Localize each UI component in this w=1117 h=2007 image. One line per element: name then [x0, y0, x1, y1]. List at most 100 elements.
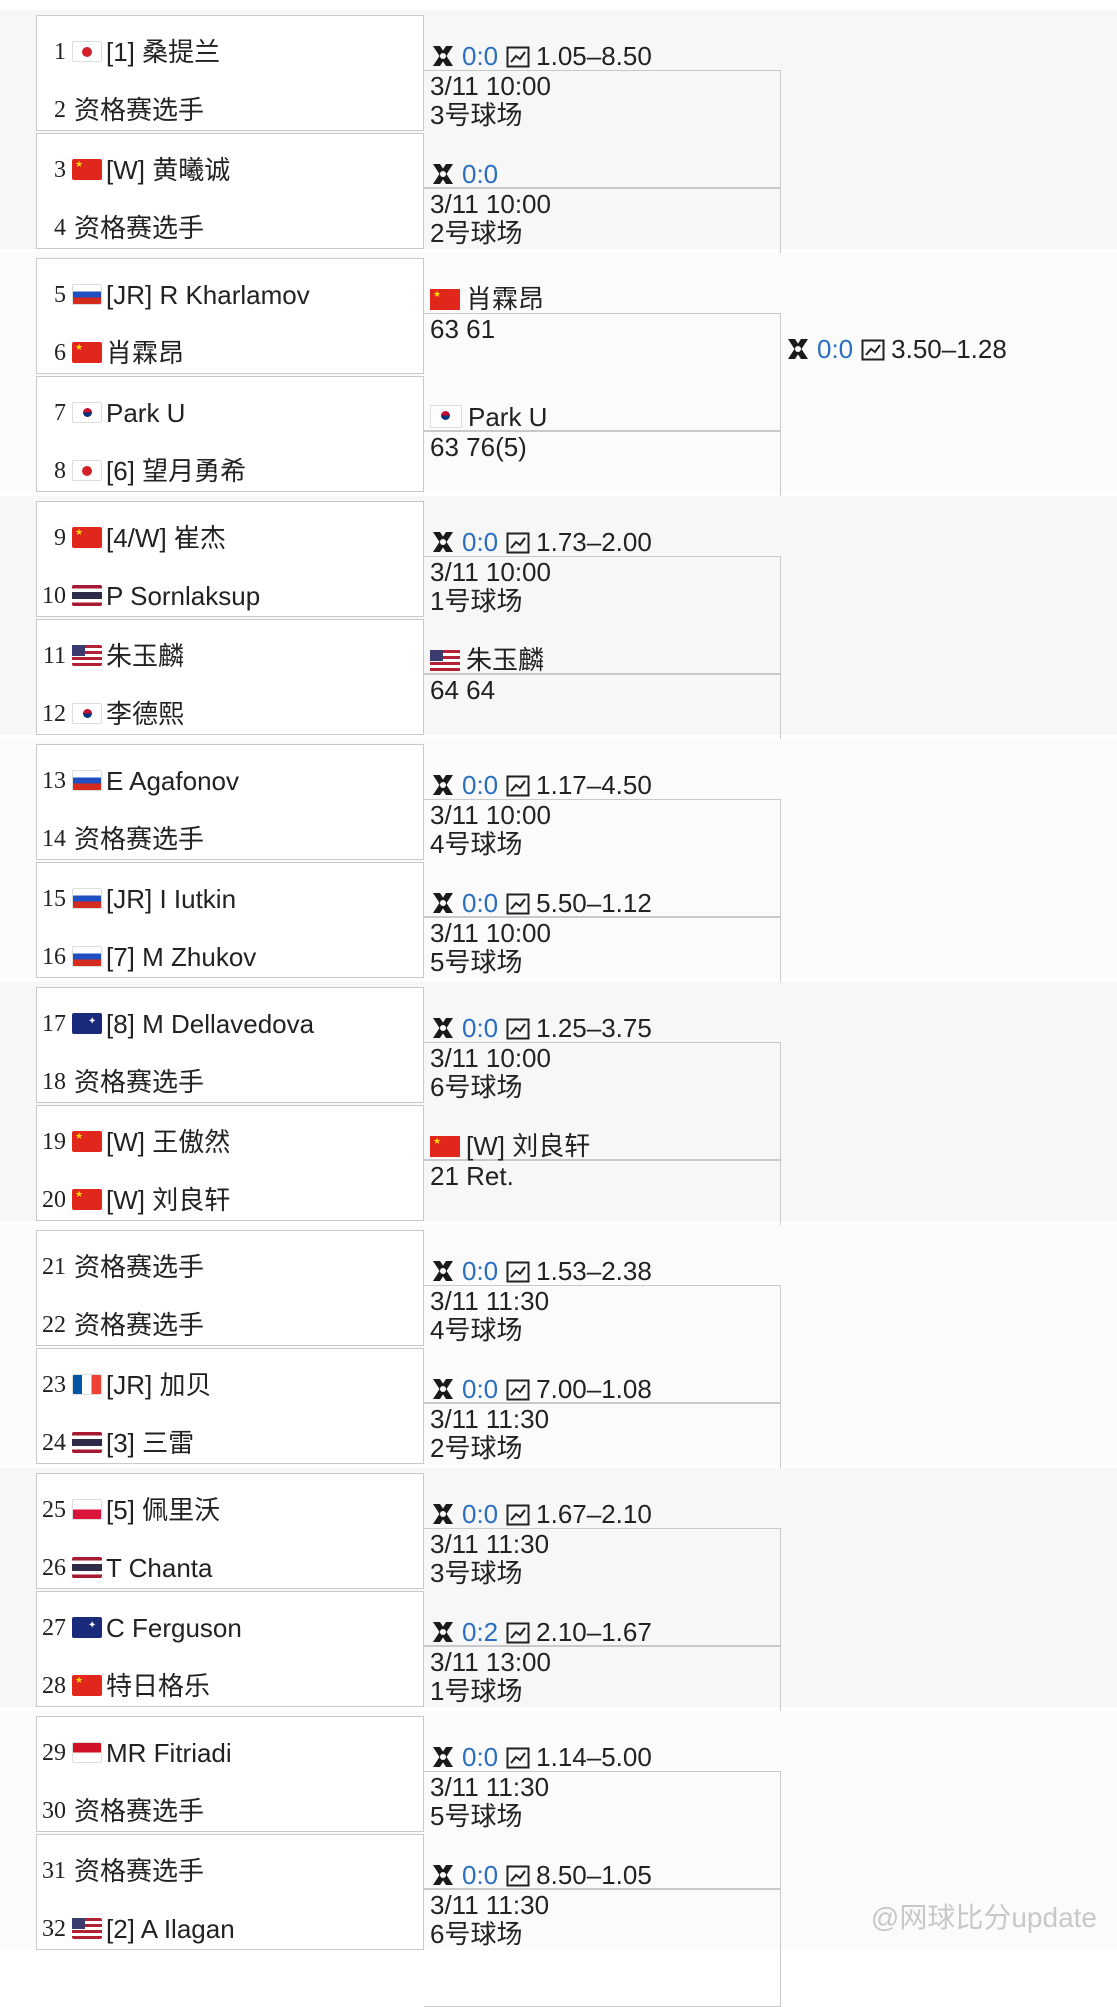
match-time: 3/11 10:00: [430, 1043, 551, 1073]
live-score[interactable]: 0:0: [462, 1256, 499, 1286]
draw-position-number: 12: [42, 701, 66, 727]
match-time: 3/11 10:00: [430, 918, 551, 948]
jp-flag-icon: [72, 460, 102, 481]
match-time: 3/11 10:00: [430, 71, 551, 101]
cn-flag-icon: [72, 1130, 102, 1152]
live-score[interactable]: 0:0: [462, 1374, 499, 1404]
live-score[interactable]: 0:0: [462, 1742, 499, 1772]
court-name: 4号球场: [430, 1315, 523, 1345]
live-score[interactable]: 0:0: [462, 770, 499, 800]
match-winner[interactable]: 朱玉麟: [430, 645, 544, 675]
draw-position-number: 14: [42, 826, 66, 852]
odds-chart-icon[interactable]: [506, 1622, 530, 1644]
match-tracker-icon[interactable]: [430, 1015, 456, 1041]
cn-flag-icon: [72, 158, 102, 180]
match-status-line[interactable]: 0:0 1.25–3.75: [430, 1013, 652, 1043]
us-flag-icon: [72, 645, 102, 666]
player-name: [3] 三雷: [106, 1428, 195, 1458]
match-tracker-icon[interactable]: [430, 529, 456, 555]
match-status-line[interactable]: 0:0 1.67–2.10: [430, 1499, 652, 1529]
match-tracker-icon[interactable]: [785, 336, 811, 362]
match-tracker-icon[interactable]: [430, 43, 456, 69]
court-name: 2号球场: [430, 218, 523, 248]
match-winner[interactable]: 肖霖昂: [430, 284, 544, 314]
match-status-line[interactable]: 0:0 1.73–2.00: [430, 527, 652, 557]
match-tracker-icon[interactable]: [430, 1619, 456, 1645]
live-score[interactable]: 0:0: [462, 159, 499, 189]
court-name: 5号球场: [430, 1801, 523, 1831]
odds-chart-icon[interactable]: [861, 339, 885, 361]
match-winner[interactable]: [W] 刘良轩: [430, 1131, 590, 1161]
player-name: T Chanta: [106, 1553, 213, 1583]
cn-flag-icon: [72, 1188, 102, 1210]
live-score[interactable]: 0:0: [817, 334, 854, 364]
first-round-box: [36, 744, 424, 860]
court-name: 4号球场: [430, 829, 523, 859]
live-score[interactable]: 0:2: [462, 1617, 499, 1647]
bracket-connector-line: [424, 1042, 781, 1160]
draw-position-number: 7: [54, 400, 66, 426]
player-name: E Agafonov: [106, 766, 239, 796]
match-tracker-icon[interactable]: [430, 1744, 456, 1770]
draw-position-number: 13: [42, 768, 66, 794]
ru-flag-icon: [72, 888, 102, 909]
match-tracker-icon[interactable]: [430, 772, 456, 798]
match-tracker-icon[interactable]: [430, 1862, 456, 1888]
odds-chart-icon[interactable]: [506, 775, 530, 797]
first-round-box: [36, 133, 424, 249]
match-status-line[interactable]: 0:0: [430, 159, 498, 189]
player-name: [W] 刘良轩: [106, 1185, 231, 1215]
odds-value: 1.25–3.75: [536, 1013, 652, 1043]
match-tracker-icon[interactable]: [430, 161, 456, 187]
live-score[interactable]: 0:0: [462, 1499, 499, 1529]
player-name: MR Fitriadi: [106, 1738, 232, 1768]
th-flag-icon: [72, 585, 102, 606]
player-name: [1] 桑提兰: [106, 37, 221, 67]
draw-position-number: 31: [42, 1858, 66, 1884]
odds-chart-icon[interactable]: [506, 893, 530, 915]
match-tracker-icon[interactable]: [430, 1258, 456, 1284]
match-tracker-icon[interactable]: [430, 1376, 456, 1402]
id-flag-icon: [72, 1742, 102, 1763]
odds-value: 1.67–2.10: [536, 1499, 652, 1529]
match-tracker-icon[interactable]: [430, 890, 456, 916]
live-score[interactable]: 0:0: [462, 41, 499, 71]
live-score[interactable]: 0:0: [462, 1013, 499, 1043]
cn-flag-icon: [72, 341, 102, 363]
odds-chart-icon[interactable]: [506, 46, 530, 68]
odds-chart-icon[interactable]: [506, 532, 530, 554]
player-name: 朱玉麟: [106, 641, 185, 671]
first-round-box: [36, 15, 424, 131]
odds-chart-icon[interactable]: [506, 1865, 530, 1887]
odds-chart-icon[interactable]: [506, 1747, 530, 1769]
match-tracker-icon[interactable]: [430, 1501, 456, 1527]
live-score[interactable]: 0:0: [462, 888, 499, 918]
draw-position-number: 1: [54, 39, 66, 65]
player-name: 李德熙: [106, 699, 185, 729]
set-score: 63 76(5): [430, 432, 527, 462]
odds-chart-icon[interactable]: [506, 1504, 530, 1526]
player-name: 资格赛选手: [74, 1310, 205, 1340]
odds-chart-icon[interactable]: [506, 1018, 530, 1040]
first-round-box: [36, 987, 424, 1103]
cn-flag-icon: [72, 526, 102, 548]
match-winner[interactable]: Park U: [430, 402, 547, 432]
odds-value: 1.73–2.00: [536, 527, 652, 557]
live-score[interactable]: 0:0: [462, 527, 499, 557]
bracket-connector-line: [424, 1528, 781, 1646]
live-score[interactable]: 0:0: [462, 1860, 499, 1890]
odds-chart-icon[interactable]: [506, 1261, 530, 1283]
draw-position-number: 27: [42, 1615, 66, 1641]
odds-chart-icon[interactable]: [506, 1379, 530, 1401]
first-round-box: [36, 258, 424, 374]
winner-name: 朱玉麟: [466, 645, 545, 675]
